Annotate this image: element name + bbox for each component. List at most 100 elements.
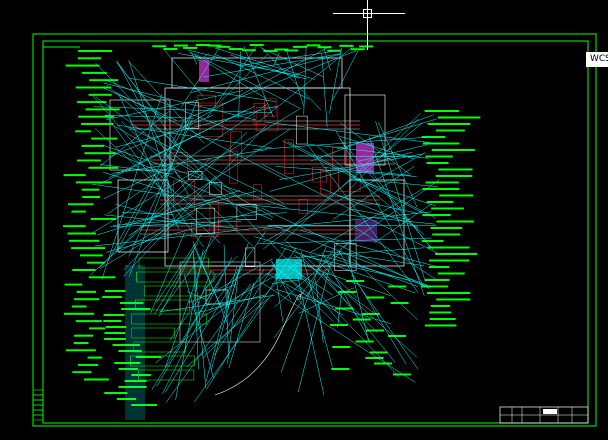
leader-line	[202, 267, 292, 359]
leader-line	[287, 265, 333, 296]
part-callout-label	[64, 283, 83, 286]
gear-section	[296, 115, 308, 145]
part-callout-label	[103, 314, 125, 316]
gear-section	[338, 167, 361, 192]
part-callout-label	[79, 254, 103, 257]
leader-line	[197, 270, 212, 307]
part-callout-label	[306, 44, 321, 47]
part-callout-label	[424, 324, 457, 327]
part-callout-label	[76, 181, 112, 184]
part-callout-label	[332, 346, 351, 348]
leader-line	[123, 190, 257, 225]
part-callout-label	[91, 137, 118, 140]
part-callout-label	[81, 71, 107, 74]
part-callout-label	[428, 259, 470, 262]
leader-line	[193, 250, 207, 389]
part-callout-label	[68, 203, 94, 206]
part-callout-label	[435, 253, 478, 255]
leader-line	[101, 144, 287, 208]
leader-line	[158, 248, 195, 317]
ucs-wcs-label[interactable]: WCS	[586, 52, 608, 67]
part-callout-label	[436, 220, 474, 223]
leader-line	[110, 220, 242, 228]
gear-section	[236, 204, 257, 220]
part-callout-label	[78, 50, 113, 52]
leader-line	[112, 149, 267, 174]
part-callout-label	[183, 46, 198, 49]
gear-section	[312, 166, 327, 183]
part-callout-label	[88, 93, 112, 96]
part-callout-label	[75, 130, 91, 133]
leader-line	[253, 136, 429, 151]
leader-line	[296, 270, 344, 327]
part-callout-label	[131, 374, 151, 376]
part-callout-label	[71, 210, 86, 213]
leader-line	[122, 125, 267, 277]
leader-line	[118, 201, 210, 253]
binding-strip-cell	[32, 414, 44, 421]
leader-line	[321, 53, 328, 128]
part-callout-label	[216, 45, 231, 48]
cursor-pickbox	[363, 9, 372, 18]
leader-line	[150, 232, 185, 314]
leader-line	[187, 49, 308, 80]
part-callout-label	[85, 108, 120, 111]
part-callout-label	[118, 386, 147, 388]
leader-line	[196, 294, 266, 314]
part-callout-label	[72, 269, 96, 271]
leader-line	[201, 262, 299, 318]
part-callout-label	[425, 181, 459, 184]
part-callout-label	[436, 129, 465, 132]
leader-line	[104, 114, 194, 119]
leader-line	[162, 257, 233, 394]
part-callout-label	[437, 272, 465, 275]
leader-line	[169, 274, 216, 341]
hatched-plug-cyan	[276, 259, 302, 279]
leader-line	[294, 254, 380, 318]
leader-line	[106, 121, 184, 263]
gear-section	[197, 94, 216, 106]
leader-line	[117, 63, 179, 146]
leader-line	[154, 242, 199, 315]
part-callout-label	[426, 201, 454, 203]
part-callout-label	[207, 44, 222, 47]
hatched-bushing-purple	[355, 220, 377, 242]
leader-line	[190, 51, 198, 65]
leader-line	[123, 175, 217, 271]
leader-line	[268, 240, 400, 377]
leader-line	[128, 61, 174, 199]
binding-strip-cell	[32, 399, 44, 406]
leader-line	[357, 178, 438, 187]
part-callout-label	[104, 392, 128, 394]
gear-section	[298, 199, 308, 214]
part-callout-label	[338, 291, 357, 293]
part-callout-label	[88, 166, 119, 169]
part-callout-label	[163, 47, 178, 50]
leader-line	[261, 207, 430, 289]
leader-line	[164, 237, 212, 368]
leader-line	[180, 47, 220, 108]
cursor-crosshair-horizontal	[333, 13, 405, 14]
housing-top-outline	[171, 57, 343, 89]
part-callout-label	[369, 351, 388, 354]
part-callout-label	[249, 44, 264, 47]
leader-line	[322, 273, 396, 363]
part-callout-label	[105, 326, 127, 328]
part-callout-label	[76, 101, 107, 104]
left-bearing-cap	[117, 179, 169, 253]
leader-line	[273, 52, 280, 65]
part-callout-label	[78, 363, 99, 366]
leader-line	[103, 172, 172, 193]
sheet-outer-border	[32, 33, 597, 427]
part-callout-label	[422, 214, 451, 216]
leader-line	[317, 145, 425, 235]
leader-line	[262, 211, 432, 230]
leader-line	[280, 246, 416, 294]
leader-line	[128, 78, 276, 102]
leader-line	[110, 150, 273, 221]
leader-line	[193, 254, 199, 370]
part-callout-label	[425, 155, 453, 158]
gear-section	[185, 102, 200, 129]
part-callout-label	[429, 318, 456, 320]
